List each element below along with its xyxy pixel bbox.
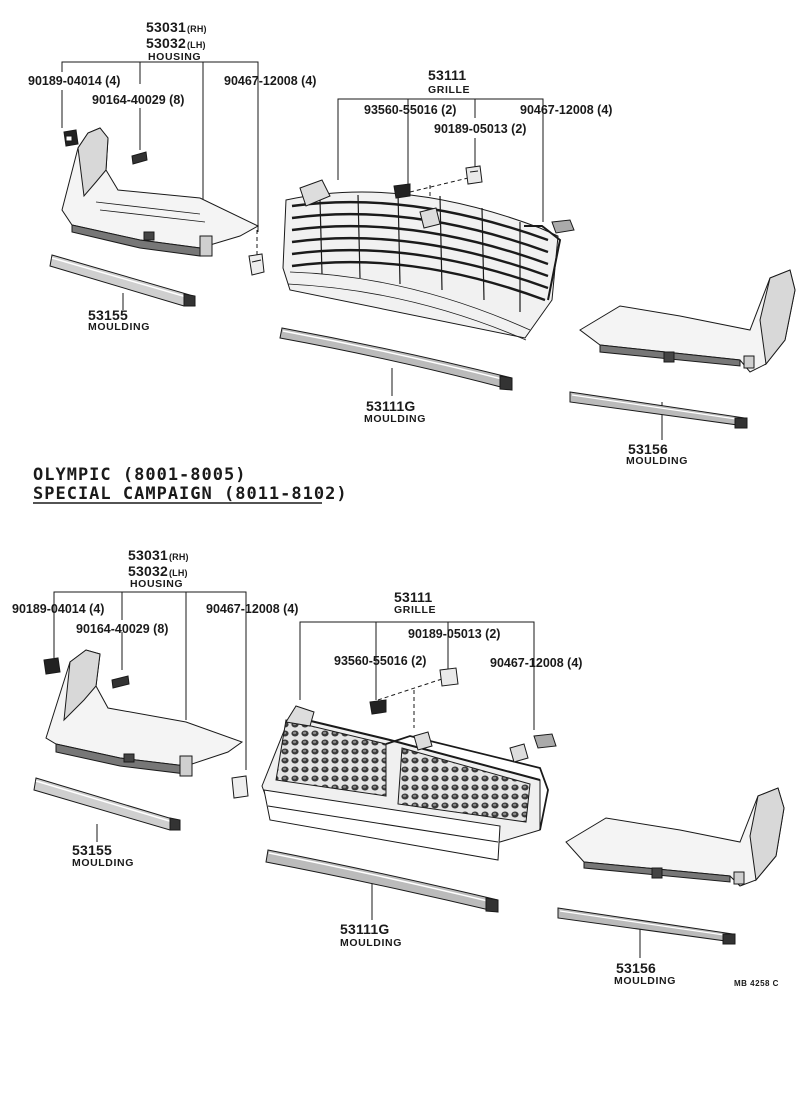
lower-clip-90189-04014 xyxy=(43,657,61,675)
upper-moulding-right-part: 53156 xyxy=(628,441,668,457)
lower-housing-rh-label: 53031(RH) xyxy=(128,548,189,562)
lower-housing-name: HOUSING xyxy=(130,578,184,590)
lower-moulding-53155-shape xyxy=(33,777,181,831)
lower-retainer-label: 90189-05013 (2) xyxy=(408,627,501,641)
lower-moulding-53111G-shape xyxy=(265,849,499,913)
lower-clip-label: 90189-04014 (4) xyxy=(12,602,105,616)
lower-screw-label: 90164-40029 (8) xyxy=(76,622,169,636)
lower-housing-lh-part: 53032 xyxy=(128,563,168,579)
upper-clip-label: 90189-04014 (4) xyxy=(28,74,121,88)
upper-nut-90467-left xyxy=(248,253,265,276)
lower-moulding-center-name: MOULDING xyxy=(340,937,402,949)
lower-leader-lines xyxy=(53,591,641,958)
upper-housing-rh-part: 53031 xyxy=(146,19,186,35)
lower-housing-rh-part: 53031 xyxy=(128,547,168,563)
lower-housing-left xyxy=(45,649,244,777)
lower-moulding-right-name: MOULDING xyxy=(614,975,676,987)
figure-code: MB 4258 C xyxy=(734,979,779,988)
upper-housing-lh-part: 53032 xyxy=(146,35,186,51)
upper-grille-shape xyxy=(282,179,562,341)
lower-nut-90467-right xyxy=(533,733,557,749)
section-heading-special-campaign: SPECIAL CAMPAIGN (8011-8102) xyxy=(33,484,348,504)
upper-housing-right xyxy=(579,269,796,373)
upper-leader-lines xyxy=(61,61,663,440)
lower-housing-rh-side: (RH) xyxy=(168,552,189,562)
upper-screw-90164-40029 xyxy=(131,151,148,165)
upper-clip-90189-04014 xyxy=(63,129,79,147)
lower-nut-left-label: 90467-12008 (4) xyxy=(206,602,299,616)
lower-housing-right xyxy=(565,787,785,887)
lower-grille-part: 53111 xyxy=(394,589,433,605)
upper-moulding-left-name: MOULDING xyxy=(88,321,150,333)
upper-housing-rh-label: 53031(RH) xyxy=(146,20,207,34)
lower-housing-lh-side: (LH) xyxy=(168,568,188,578)
upper-retainer-label: 90189-05013 (2) xyxy=(434,122,527,136)
upper-housing-name: HOUSING xyxy=(148,51,202,63)
lower-moulding-left-name: MOULDING xyxy=(72,857,134,869)
upper-moulding-right-name: MOULDING xyxy=(626,455,688,467)
upper-nut-right-label: 90467-12008 (4) xyxy=(520,103,613,117)
upper-nut-90467-right xyxy=(551,219,575,234)
upper-grille-part: 53111 xyxy=(428,67,467,83)
lower-moulding-center-part: 53111G xyxy=(340,921,390,937)
upper-moulding-53155-shape xyxy=(49,254,196,307)
lower-screw-90164-40029 xyxy=(111,675,130,689)
lower-moulding-53156-shape xyxy=(557,907,736,945)
upper-bolt-label: 93560-55016 (2) xyxy=(364,103,457,117)
lower-moulding-left-part: 53155 xyxy=(72,842,112,858)
section-heading-olympic: OLYMPIC (8001-8005) xyxy=(33,465,247,485)
upper-moulding-center-name: MOULDING xyxy=(364,413,426,425)
upper-housing-left xyxy=(61,127,260,257)
lower-retainer-90189-05013 xyxy=(439,667,459,687)
lower-moulding-right-part: 53156 xyxy=(616,960,656,976)
upper-screw-label: 90164-40029 (8) xyxy=(92,93,185,107)
upper-nut-left-label: 90467-12008 (4) xyxy=(224,74,317,88)
lower-bolt-label: 93560-55016 (2) xyxy=(334,654,427,668)
upper-bolt-93560 xyxy=(393,183,411,199)
upper-retainer-90189-05013 xyxy=(465,165,483,185)
lower-grille-shape xyxy=(261,705,549,861)
upper-moulding-left-part: 53155 xyxy=(88,307,128,323)
lower-nut-right-label: 90467-12008 (4) xyxy=(490,656,583,670)
lower-nut-90467-left xyxy=(231,775,249,799)
lower-grille-name: GRILLE xyxy=(394,604,437,616)
upper-moulding-center-part: 53111G xyxy=(366,398,416,414)
upper-housing-lh-side: (LH) xyxy=(186,40,206,50)
upper-grille-name: GRILLE xyxy=(428,84,471,96)
upper-housing-lh-label: 53032(LH) xyxy=(146,36,206,50)
lower-bolt-93560 xyxy=(369,699,387,715)
upper-housing-rh-side: (RH) xyxy=(186,24,207,34)
lower-housing-lh-label: 53032(LH) xyxy=(128,564,188,578)
upper-moulding-53111G-shape xyxy=(279,327,513,391)
upper-moulding-53156-shape xyxy=(569,391,748,429)
